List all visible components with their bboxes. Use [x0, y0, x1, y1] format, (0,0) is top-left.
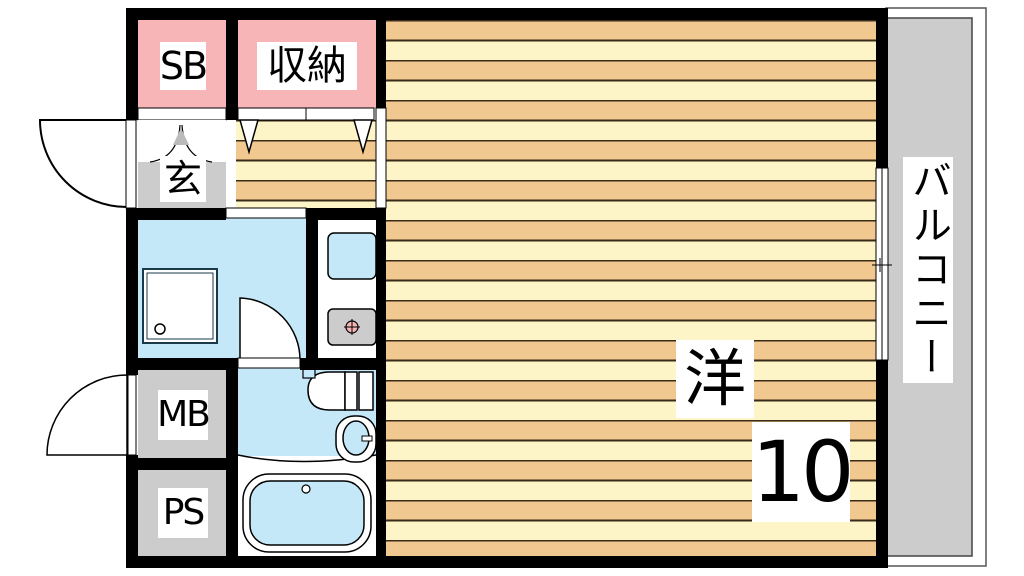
washing-machine-pan — [142, 268, 218, 344]
entrance-label: 玄 — [160, 156, 206, 202]
balcony-area — [885, 7, 987, 567]
western-room-label: 洋 — [676, 340, 754, 418]
balcony-label: バルコニー — [903, 157, 953, 383]
walls — [126, 8, 888, 568]
storage-floor — [236, 120, 376, 210]
kitchen-sink-icon — [327, 232, 377, 280]
balcony-window — [872, 167, 892, 361]
storage-label: 収納 — [257, 42, 357, 90]
pipe-space-label: PS — [158, 488, 208, 538]
meter-box-label: MB — [157, 390, 211, 440]
toilet-icon — [307, 371, 346, 411]
western-room-size: 10 — [751, 422, 854, 522]
meter-box-door-icon — [46, 374, 128, 456]
closet-door-right-icon — [353, 119, 373, 155]
entrance-door-icon — [38, 119, 128, 209]
shoe-box-label: SB — [159, 42, 208, 90]
closet-door-left-icon — [239, 119, 259, 155]
